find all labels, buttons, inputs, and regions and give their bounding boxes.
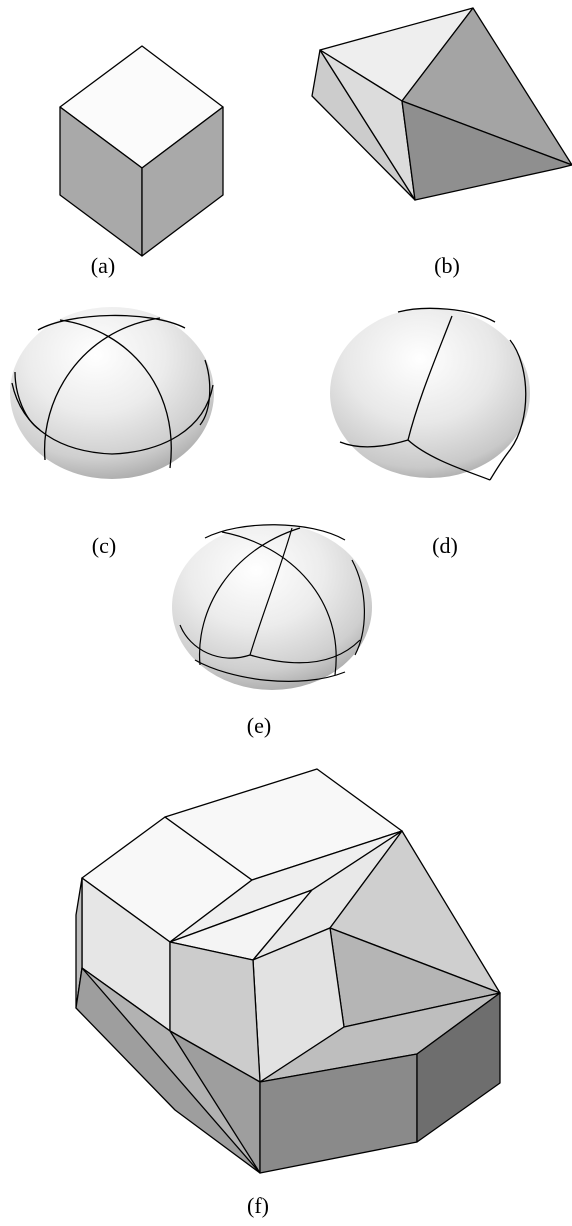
- sphere-e-lower-band-2: [194, 659, 346, 682]
- sphere-d-bottom-right: [407, 439, 491, 481]
- panel-label-b: (b): [434, 253, 460, 278]
- panel-e-sphere: [172, 524, 372, 690]
- panel-label-a: (a): [91, 253, 115, 278]
- sphere-d-main-edge: [407, 315, 453, 441]
- cube-right-face: [141, 106, 224, 257]
- panel-label-d: (d): [432, 533, 458, 558]
- sphere-c-body: [10, 307, 214, 479]
- sphere-e-lower-band-1: [179, 624, 361, 664]
- panel-label-e: (e): [247, 713, 271, 738]
- sphere-c-meridian-2: [59, 319, 172, 469]
- sphere-e-right-arc: [351, 559, 365, 656]
- sphere-e-body: [172, 524, 372, 690]
- panel-d-sphere: [330, 307, 530, 481]
- poly-f-bottom-diagonal: [81, 967, 261, 1174]
- sphere-e-meridian-2: [221, 531, 337, 676]
- panel-label-c: (c): [92, 533, 116, 558]
- sphere-d-right-arc: [489, 339, 527, 481]
- sphere-e-top-rim: [204, 524, 346, 541]
- poly-f-bottom-right-face: [416, 992, 501, 1143]
- sphere-d-bottom-left: [339, 439, 409, 448]
- sphere-d-body: [330, 308, 530, 478]
- panel-b-polyhedron: [311, 7, 572, 201]
- panel-f-polyhedron: [75, 768, 501, 1174]
- sphere-e-main-edge: [249, 527, 293, 656]
- panel-a-cube: [59, 45, 224, 257]
- panel-c-sphere: [10, 307, 214, 479]
- panel-label-f: (f): [247, 1193, 269, 1218]
- sphere-c-top-rim: [37, 314, 186, 331]
- sphere-c-meridian-1: [43, 317, 161, 461]
- sphere-c-left-arc: [14, 371, 41, 431]
- sphere-c-right-arc: [199, 359, 211, 426]
- sphere-d-top-rim: [397, 307, 496, 323]
- sphere-e-meridian-1: [198, 527, 301, 666]
- poly-b-bottom-face: [401, 100, 572, 201]
